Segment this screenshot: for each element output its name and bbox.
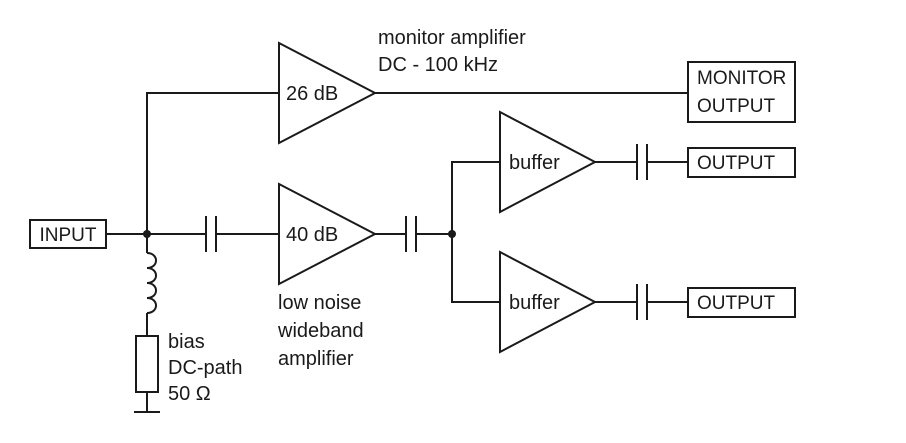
input-box: [29, 219, 107, 249]
capacitor-output1: [636, 144, 648, 180]
monitor-amp-caption-line2: DC - 100 kHz: [378, 54, 498, 76]
monitor-amplifier: [278, 41, 378, 145]
output-box-1: [687, 147, 796, 178]
output2-label: OUTPUT: [697, 293, 776, 314]
output1-label: OUTPUT: [697, 153, 776, 174]
inductor: [146, 252, 157, 314]
monitor-output-label-line1: MONITOR: [697, 68, 786, 89]
main-amplifier: [278, 182, 378, 286]
wire-to-buffer1: [451, 161, 500, 234]
buffer2-label: buffer: [509, 292, 560, 314]
capacitor-output2: [636, 284, 648, 320]
output-box-2: [687, 287, 796, 318]
wire-to-buffer2: [451, 234, 500, 303]
resistor: [135, 335, 159, 393]
capacitor-main-output: [405, 216, 417, 252]
wire-monitor-branch: [146, 92, 279, 234]
input-label: INPUT: [40, 225, 97, 246]
monitor-output-label-line2: OUTPUT: [697, 96, 776, 117]
main-amp-gain: 40 dB: [286, 224, 338, 246]
junction-input-node: [143, 230, 151, 238]
monitor-output-box: [687, 61, 796, 123]
capacitor-input: [205, 216, 217, 252]
main-amp-caption-line3: amplifier: [278, 348, 354, 370]
bias-label-line3: 50 Ω: [168, 383, 211, 405]
main-amp-caption-line2: wideband: [277, 320, 364, 342]
junction-split-node: [448, 230, 456, 238]
buffer1-label: buffer: [509, 152, 560, 174]
bias-label-line2: DC-path: [168, 357, 242, 379]
main-amp-caption-line1: low noise: [278, 292, 361, 314]
monitor-amp-gain: 26 dB: [286, 83, 338, 105]
monitor-amp-caption-line1: monitor amplifier: [378, 27, 526, 49]
buffer-amplifier-2: [499, 250, 598, 354]
bias-label-line1: bias: [168, 331, 205, 353]
buffer-amplifier-1: [499, 110, 598, 214]
